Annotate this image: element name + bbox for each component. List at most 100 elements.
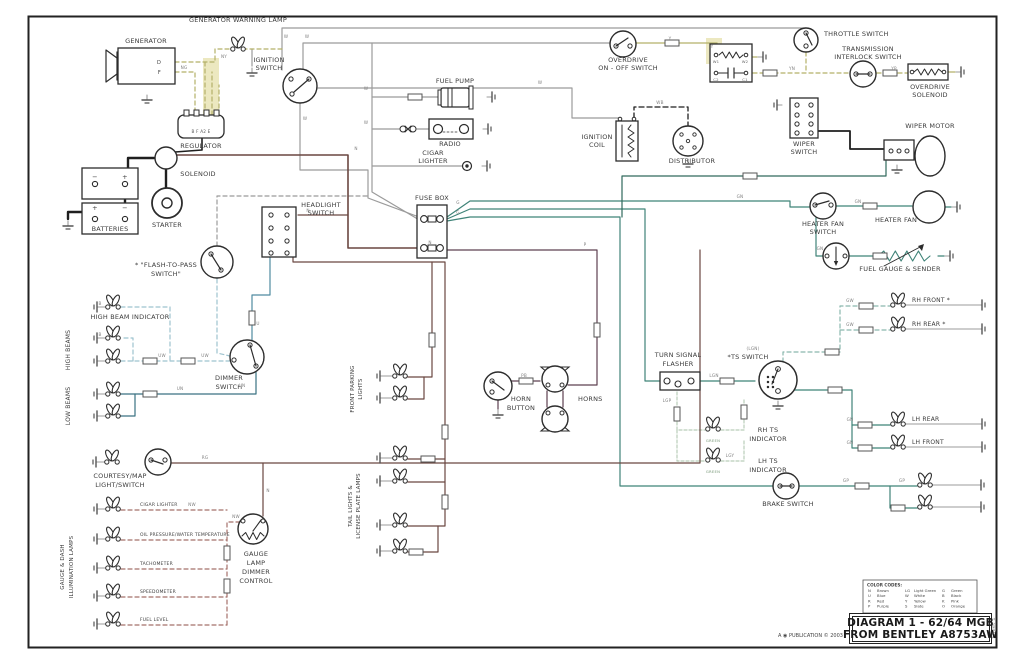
color-name-light-green: Light Green [914,588,937,593]
courtesy-switch-symbol-lever [150,459,164,465]
lh-rear-lamp-terminal [890,421,896,427]
label-uw: UW [158,353,166,358]
generator-symbol [117,47,176,85]
rh-front-lamp-terminal [900,302,906,308]
wire [174,71,196,116]
connector [142,357,158,365]
wiper-switch-symbol-terminal [808,112,814,118]
wire [120,393,136,417]
label-oil-pressure-water-temperature: OIL PRESSURE/WATER TEMPERATURE [140,532,230,538]
brake-lamp-1-terminal [927,482,933,488]
label-rh-front: RH FRONT * [912,297,950,304]
low-beam-2-terminal [115,413,121,419]
overdrive-solenoid-symbol [907,63,949,81]
tail-lamp-3-icon [398,512,407,525]
label-switch: SWITCH [216,383,243,391]
tail-lamp-1-terminal [392,455,398,461]
label-overdrive: OVERDRIVE [608,56,648,64]
heater-fan-switch-symbol [809,192,837,220]
connector [407,93,423,101]
overdrive-switch-symbol-terminal [627,43,633,49]
label-license-plate-lamps: LICENSE PLATE LAMPS [356,473,362,539]
connector [858,302,874,310]
radio-symbol [428,118,474,140]
overdrive-solenoid-symbol-terminal [941,69,947,75]
wire [407,481,446,527]
horns-symbol-terminal [559,382,565,388]
wire [216,278,231,357]
tail-lamp-4-terminal [392,548,398,554]
fuel-sender-symbol-arrow [918,244,924,251]
wire [251,256,271,342]
gauge-lamp-dimmer-symbol [237,513,269,545]
label-solenoid: SOLENOID [180,170,215,178]
label-tachometer: TACHOMETER [139,561,173,567]
wire [720,398,745,431]
wire [120,337,134,362]
ignition-switch-symbol-terminal [289,91,295,97]
wiper-switch-symbol-terminal [808,121,814,127]
label-dimmer: DIMMER [215,374,243,382]
color-code-lg: LG [905,588,910,593]
wire [851,424,891,449]
flash-to-pass-switch-symbol-lever [210,253,222,271]
connector [441,424,449,440]
label-switch: SWITCH [810,228,837,236]
tail-lamp-2-terminal [392,478,398,484]
label-on-off-switch: ON - OFF SWITCH [598,64,658,72]
headlight-switch-symbol-terminal [268,225,274,231]
label-batteries: BATTERIES [92,225,129,233]
label-wiper-motor: WIPER MOTOR [905,122,955,130]
label-high-beams: HIGH BEAMS [65,330,72,370]
wire [889,485,918,509]
label-switch: SWITCH [791,148,818,156]
color-name-pink: Pink [951,598,960,603]
label-f: F [158,70,161,76]
gauge-lamp-fuel-terminal [105,621,111,627]
ignition-switch-symbol [282,68,318,104]
label-gn: GN [737,194,744,199]
fuel-pump-symbol [437,89,442,106]
label-gn: GN [847,417,854,422]
label-lights: LIGHTS [358,378,364,399]
label-u: U [256,321,259,326]
gauge-lamp-speedo-icon [111,583,120,596]
label-light-switch: LIGHT/SWITCH [95,481,145,489]
label-n: N [266,488,269,493]
gauge-lamp-tach-icon [111,555,120,568]
wire [176,154,418,249]
high-beam-2-terminal [105,358,111,364]
wire [813,130,885,150]
label-control: CONTROL [239,577,272,585]
distributor-symbol-terminal [685,138,691,144]
label-rh-rear: RH REAR * [912,321,946,328]
connector [673,406,681,422]
distributor-symbol-terminal [679,132,684,137]
rh-rear-lamp-terminal [890,326,896,332]
label-lighter: LIGHTER [418,157,448,165]
front-parking-1-terminal [392,373,398,379]
label-wb: WB [656,100,663,105]
connector [664,39,680,47]
rh-ts-indicator-lamp-terminal [715,426,721,432]
radio-symbol-knob [458,123,470,135]
lh-ts-indicator-lamp-terminal [715,457,721,463]
gauge-lamp-oil-terminal [115,536,121,542]
generator-warning-lamp-icon [236,36,245,49]
battery-2-symbol-terminal [121,215,129,223]
label-lh-rear: LH REAR [912,416,939,423]
label-front-parking: FRONT PARKING [350,365,356,412]
wiper-switch-symbol-terminal [794,112,800,118]
wire [371,42,422,222]
label-pb: PB [521,373,527,378]
fuse-bottom-symbol [436,244,444,252]
color-code-w: W [905,593,909,598]
distributor-symbol-terminal [692,145,697,150]
wiper-switch-symbol-terminal [794,121,800,127]
connector [742,172,758,180]
ts-switch-symbol-terminal [775,388,781,394]
color-code-s: S [905,604,908,609]
ts-switch-symbol-contact [771,385,775,389]
regulator-symbol [177,114,225,139]
